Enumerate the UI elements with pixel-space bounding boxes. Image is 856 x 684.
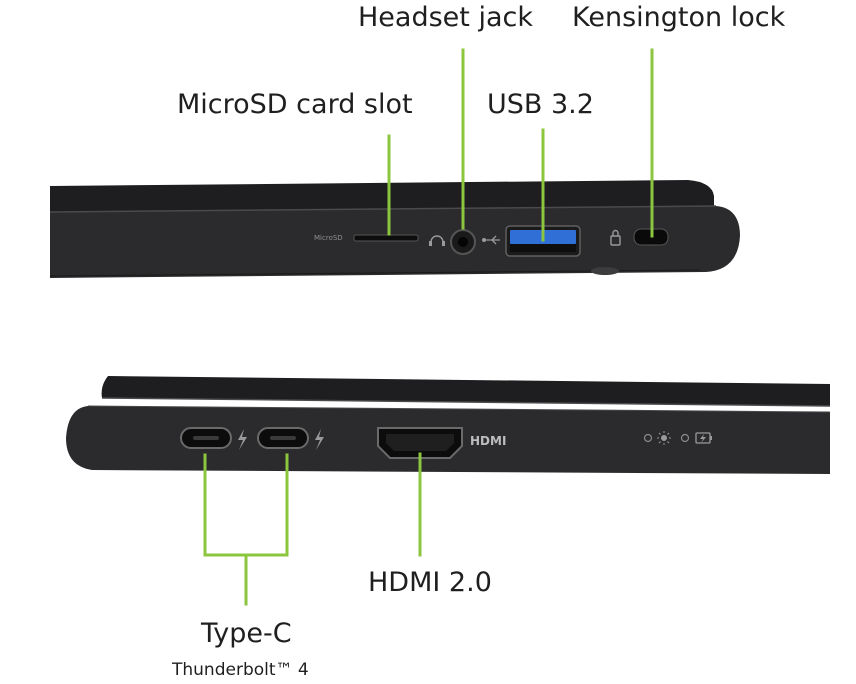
lock-icon [610, 229, 621, 246]
thunderbolt-4-label: Thunderbolt™ 4 [172, 660, 309, 680]
power-light-icon [657, 431, 671, 445]
usb-icon [482, 235, 500, 245]
battery-icon [695, 432, 712, 444]
led-indicator-icon [680, 433, 690, 443]
thunderbolt-icon [238, 429, 247, 450]
hdmi-port [377, 427, 463, 459]
headset-jack-label: Headset jack [358, 2, 533, 33]
microsd-card-slot-label: MicroSD card slot [177, 89, 413, 120]
led-indicator-icon [643, 433, 653, 443]
laptop-left-side [66, 376, 831, 474]
kensington-lock-label: Kensington lock [572, 2, 786, 33]
hdmi-20-label: HDMI 2.0 [368, 567, 492, 598]
type-c-label: Type-C [201, 618, 292, 649]
leader-lines [203, 48, 654, 606]
hdmi-marking: HDMI [470, 434, 506, 448]
microsd-marking: MicroSD [314, 234, 343, 242]
usb-32-label: USB 3.2 [487, 89, 594, 120]
thunderbolt-icon [315, 429, 324, 450]
headset-jack [450, 229, 476, 255]
type-c-port-2 [257, 427, 309, 449]
type-c-port-1 [180, 427, 232, 449]
laptop-right-side [49, 180, 740, 278]
microsd-slot: MicroSD [314, 234, 419, 242]
headset-icon [429, 235, 445, 246]
